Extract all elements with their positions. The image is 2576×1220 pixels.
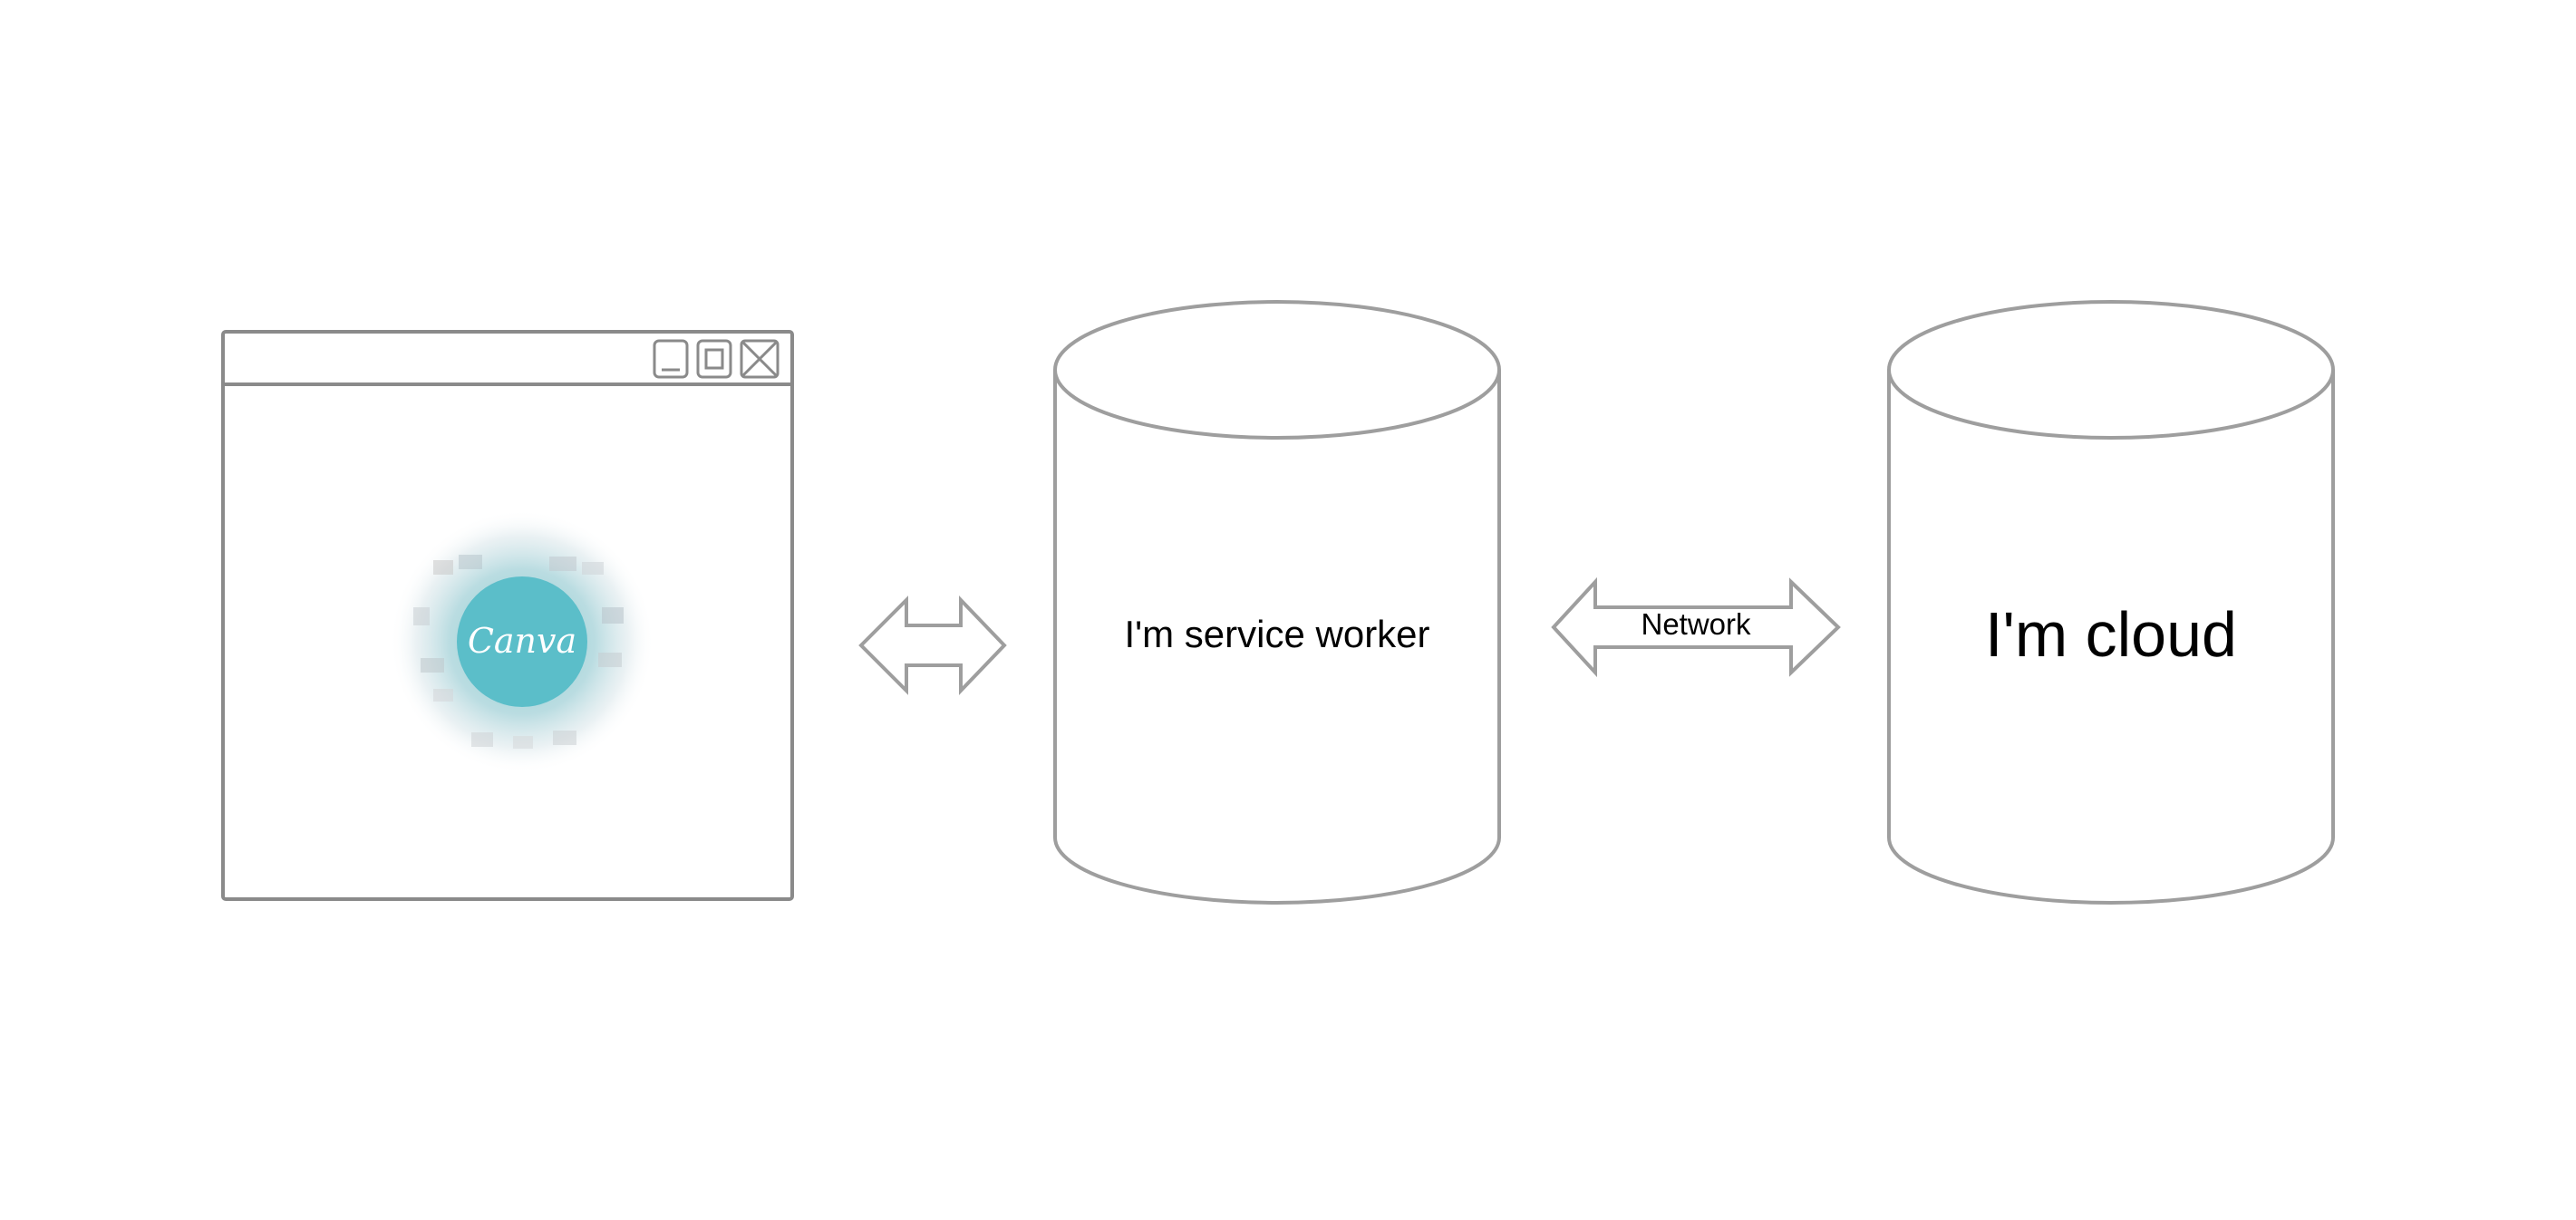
maximize-icon[interactable]	[696, 339, 732, 379]
logo-text: Canva	[468, 621, 576, 661]
service-worker-cylinder: I'm service worker	[1053, 300, 1501, 905]
minimize-icon[interactable]	[653, 339, 689, 379]
network-arrow: Network	[1551, 576, 1841, 678]
service-worker-label: I'm service worker	[1124, 613, 1429, 655]
cloud-cylinder: I'm cloud	[1887, 300, 2335, 905]
bidirectional-arrow	[858, 595, 1007, 695]
browser-window: Canva	[221, 330, 794, 901]
network-label: Network	[1641, 607, 1751, 641]
cloud-label: I'm cloud	[1985, 599, 2237, 670]
canva-logo: Canva	[390, 509, 654, 774]
close-icon[interactable]	[740, 339, 780, 379]
